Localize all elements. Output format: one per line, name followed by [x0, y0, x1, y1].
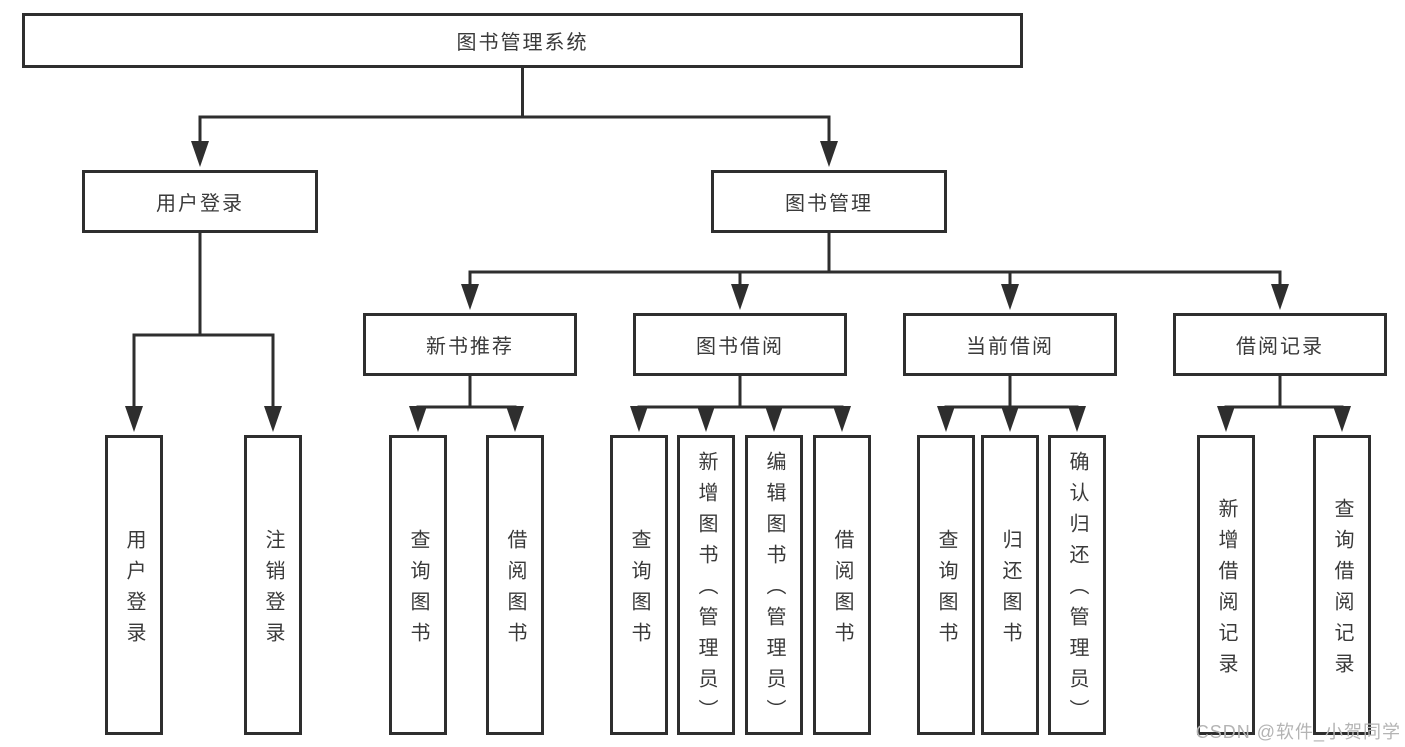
arrowhead-icon	[697, 406, 715, 432]
node-leaf-query-record: 查询借阅记录	[1313, 435, 1371, 735]
node-leaf-logout: 注销登录	[244, 435, 302, 735]
node-label: 新增图书（管理员）	[695, 451, 717, 730]
arrowhead-icon	[1271, 284, 1289, 310]
node-borrow-records: 借阅记录	[1173, 313, 1387, 376]
node-label: 当前借阅	[966, 336, 1054, 358]
arrowhead-icon	[765, 406, 783, 432]
node-label: 查询借阅记录	[1331, 497, 1353, 684]
node-label: 新增借阅记录	[1215, 497, 1237, 684]
node-label: 用户登录	[156, 193, 244, 215]
node-leaf-query-book-1: 查询图书	[389, 435, 447, 735]
node-label: 查询图书	[935, 528, 957, 653]
arrowhead-icon	[1217, 406, 1235, 432]
node-current-borrow: 当前借阅	[903, 313, 1117, 376]
arrowhead-icon	[937, 406, 955, 432]
arrowhead-icon	[820, 141, 838, 167]
node-label: 图书管理	[785, 193, 873, 215]
arrowhead-icon	[264, 406, 282, 432]
node-label: 归还图书	[999, 528, 1021, 653]
node-leaf-user-login: 用户登录	[105, 435, 163, 735]
node-leaf-add-record: 新增借阅记录	[1197, 435, 1255, 735]
node-leaf-borrow-book-1: 借阅图书	[486, 435, 544, 735]
node-leaf-query-book-2: 查询图书	[610, 435, 668, 735]
node-new-book-rec: 新书推荐	[363, 313, 577, 376]
node-book-borrow: 图书借阅	[633, 313, 847, 376]
node-label: 查询图书	[407, 528, 429, 653]
arrowhead-icon	[506, 406, 524, 432]
node-user-login: 用户登录	[82, 170, 318, 233]
node-root: 图书管理系统	[22, 13, 1023, 68]
node-label: 新书推荐	[426, 336, 514, 358]
node-label: 查询图书	[628, 528, 650, 653]
node-label: 借阅图书	[504, 528, 526, 653]
node-leaf-add-book: 新增图书（管理员）	[677, 435, 735, 735]
arrowhead-icon	[1333, 406, 1351, 432]
arrowhead-icon	[461, 284, 479, 310]
node-leaf-confirm-return: 确认归还（管理员）	[1048, 435, 1106, 735]
arrowhead-icon	[125, 406, 143, 432]
node-leaf-return-book: 归还图书	[981, 435, 1039, 735]
node-book-mgmt: 图书管理	[711, 170, 947, 233]
node-label: 确认归还（管理员）	[1066, 451, 1088, 730]
arrowhead-icon	[731, 284, 749, 310]
arrowhead-icon	[191, 141, 209, 167]
node-leaf-borrow-book-2: 借阅图书	[813, 435, 871, 735]
arrowhead-icon	[1001, 284, 1019, 310]
arrowhead-icon	[1068, 406, 1086, 432]
node-label: 借阅记录	[1236, 336, 1324, 358]
node-label: 图书借阅	[696, 336, 784, 358]
node-leaf-edit-book: 编辑图书（管理员）	[745, 435, 803, 735]
arrowhead-icon	[630, 406, 648, 432]
node-label: 借阅图书	[831, 528, 853, 653]
arrowhead-icon	[1001, 406, 1019, 432]
node-leaf-query-book-3: 查询图书	[917, 435, 975, 735]
arrowhead-icon	[833, 406, 851, 432]
node-label: 编辑图书（管理员）	[763, 451, 785, 730]
node-label: 用户登录	[123, 528, 145, 653]
node-label: 注销登录	[262, 528, 284, 653]
arrowhead-icon	[409, 406, 427, 432]
node-label: 图书管理系统	[456, 32, 589, 54]
